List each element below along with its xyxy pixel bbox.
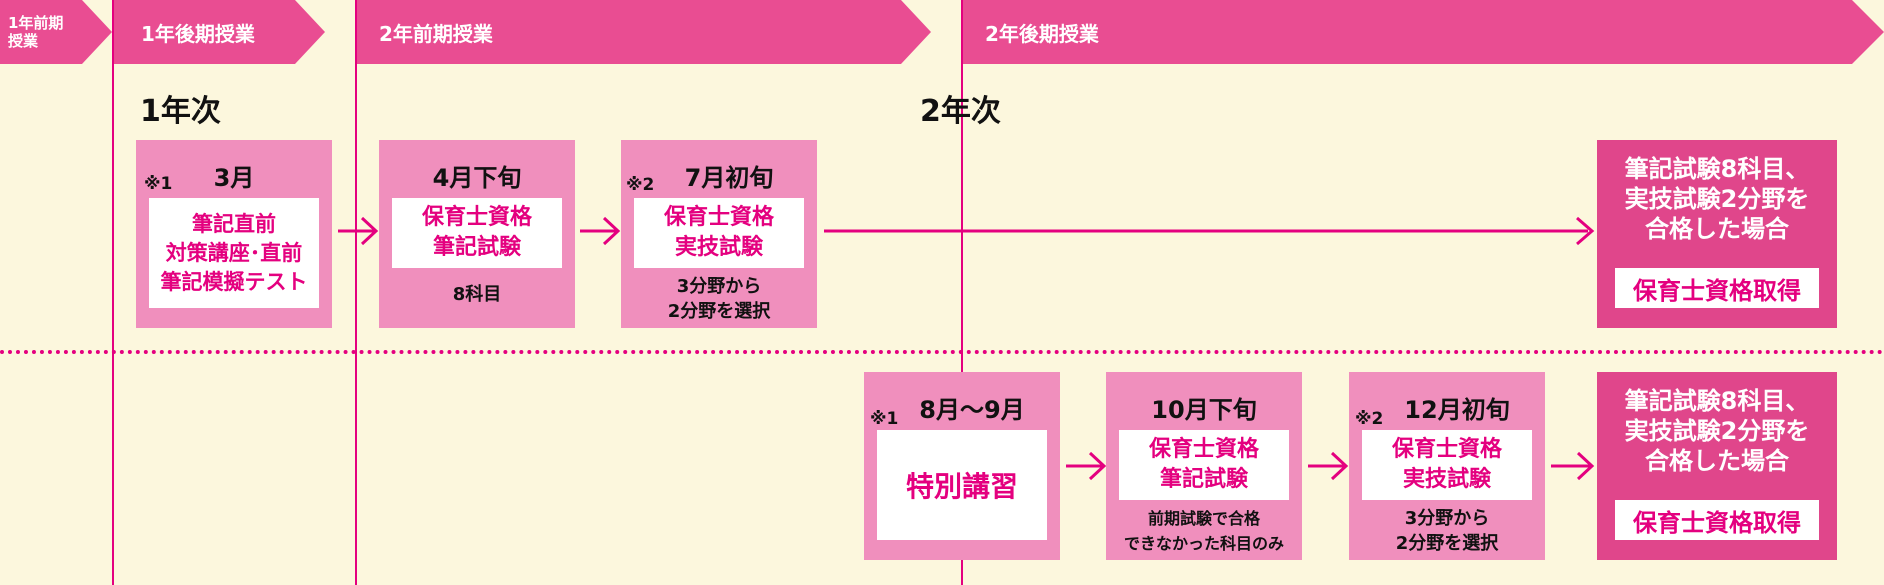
step-content-box: 保育士資格 実技試験 [1362,430,1532,500]
qualification-badge: 保育士資格取得 [1615,500,1819,540]
top-step-3-early-july: ※2 7月初旬 保育士資格 実技試験 3分野から 2分野を選択 [621,140,817,328]
step-content-line: 保育士資格 [421,205,532,230]
step-content-box: 保育士資格 実技試験 [634,198,804,268]
top-final-result: 筆記試験8科目、 実技試験2分野を 合格した場合 保育士資格取得 [1597,140,1837,328]
step-note: ※1 [144,174,173,194]
bottom-step-2-late-october: 10月下旬 保育士資格 筆記試験 前期試験で合格 できなかった科目のみ [1106,372,1302,560]
step-content-line: 筆記試験 [1159,467,1248,492]
step-note: ※2 [1355,409,1384,429]
step-heading: 8月～9月 [919,396,1025,424]
qualification-badge: 保育士資格取得 [1615,268,1819,308]
step-content-line: 実技試験 [674,235,763,260]
step-content-line: 筆記直前 [192,211,276,236]
term-label-2-first: 2年前期授業 [379,21,493,46]
arrow-right-icon [1551,451,1595,481]
step-content-line: 筆記模擬テスト [160,269,308,294]
year-label-2: 2年次 [920,94,1001,129]
result-line: 筆記試験8科目、 [1624,387,1810,415]
step-subtext: 3分野から 2分野を選択 [667,276,771,322]
result-line: 実技試験2分野を [1624,417,1810,445]
step-subtext: 3分野から 2分野を選択 [1395,508,1499,554]
term-label-1-second: 1年後期授業 [141,21,255,46]
term-divider-2 [355,0,357,585]
long-arrow-right-icon [824,216,1595,246]
step-content-box: 筆記直前 対策講座･直前 筆記模擬テスト [149,198,319,308]
bottom-final-result: 筆記試験8科目、 実技試験2分野を 合格した場合 保育士資格取得 [1597,372,1837,560]
step-content-line: 実技試験 [1402,467,1491,492]
term-arrow-2-first: 2年前期授業 [357,0,931,64]
top-step-1-march: ※1 3月 筆記直前 対策講座･直前 筆記模擬テスト [136,140,332,328]
result-text: 筆記試験8科目、 実技試験2分野を 合格した場合 [1597,154,1837,244]
result-line: 合格した場合 [1645,215,1789,243]
step-heading: 4月下旬 [432,164,522,192]
step-heading: 7月初旬 [684,164,774,192]
step-content-line: 保育士資格 [1391,437,1502,462]
term-divider-1 [112,0,114,585]
step-subtext: 前期試験で合格 できなかった科目のみ [1123,509,1284,553]
term-label-1-first: 1年前期 授業 [8,14,64,50]
step-content-line: 保育士資格 [663,205,774,230]
term-arrow-2-second: 2年後期授業 [963,0,1884,64]
step-content-box: 保育士資格 筆記試験 [1119,430,1289,500]
step-heading: 3月 [213,164,255,192]
arrow-right-icon [338,216,379,246]
step-content-box: 保育士資格 筆記試験 [392,198,562,268]
year-label-1: 1年次 [140,94,221,129]
step-content-line: 特別講習 [905,470,1018,503]
step-note: ※2 [626,175,655,195]
step-subtext: 8科目 [452,284,502,305]
top-step-2-late-april: 4月下旬 保育士資格 筆記試験 8科目 [379,140,575,328]
step-content-line: 保育士資格 [1148,437,1259,462]
arrow-right-icon [580,216,621,246]
result-text: 筆記試験8科目、 実技試験2分野を 合格した場合 [1597,386,1837,476]
row-separator [0,350,1884,354]
step-content-line: 筆記試験 [432,235,521,260]
term-arrow-1-second: 1年後期授業 [113,0,325,64]
result-line: 実技試験2分野を [1624,185,1810,213]
result-line: 筆記試験8科目、 [1624,155,1810,183]
term-arrow-1-first: 1年前期 授業 [0,0,112,64]
bottom-step-1-aug-sep: ※1 8月～9月 特別講習 [864,372,1060,560]
step-note: ※1 [870,409,899,429]
step-heading: 12月初旬 [1404,396,1510,424]
step-content-line: 対策講座･直前 [165,240,303,265]
result-line: 合格した場合 [1645,447,1789,475]
term-label-2-second: 2年後期授業 [985,21,1099,46]
term-divider-3 [961,0,963,585]
arrow-right-icon [1308,451,1349,481]
step-content-box: 特別講習 [877,430,1047,540]
step-heading: 10月下旬 [1151,396,1257,424]
bottom-step-3-early-december: ※2 12月初旬 保育士資格 実技試験 3分野から 2分野を選択 [1349,372,1545,560]
arrow-right-icon [1066,451,1107,481]
